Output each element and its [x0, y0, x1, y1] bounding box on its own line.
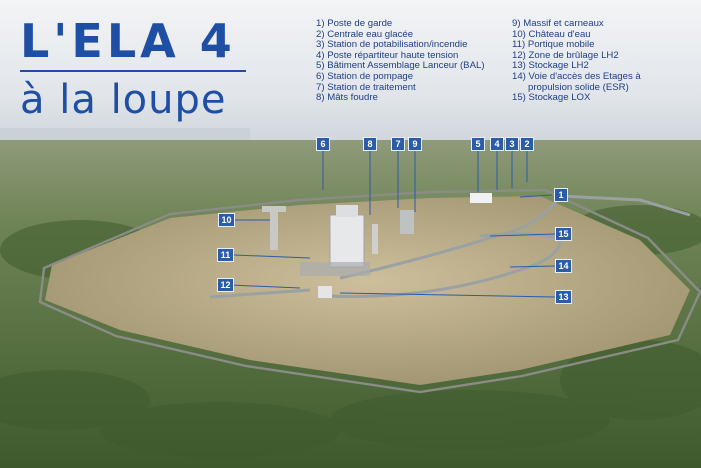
title-divider: [20, 70, 246, 72]
marker-14: 14: [555, 259, 572, 273]
legend-item: 3) Station de potabilisation/incendie: [316, 39, 468, 51]
marker-4: 4: [490, 137, 504, 151]
marker-13: 13: [555, 290, 572, 304]
legend-item: 11) Portique mobile: [512, 39, 595, 51]
marker-3: 3: [505, 137, 519, 151]
marker-11: 11: [217, 248, 234, 262]
legend-item: 6) Station de pompage: [316, 70, 414, 82]
marker-8: 8: [363, 137, 377, 151]
legend-item: propulsion solide (ESR): [512, 81, 629, 93]
marker-12: 12: [217, 278, 234, 292]
title-line1: L'ELA 4: [20, 14, 236, 68]
marker-9: 9: [408, 137, 422, 151]
marker-10: 10: [218, 213, 235, 227]
legend-item: 1) Poste de garde: [316, 18, 393, 29]
legend-item: 5) Bâtiment Assemblage Lanceur (BAL): [316, 60, 485, 72]
marker-7: 7: [391, 137, 405, 151]
legend-item: 8) Mâts foudre: [316, 92, 378, 104]
marker-2: 2: [520, 137, 534, 151]
marker-15: 15: [555, 227, 572, 241]
marker-1: 1: [554, 188, 568, 202]
legend-column-1: 1) Poste de garde 2) Centrale eau glacée…: [316, 18, 496, 104]
legend-item: 15) Stockage LOX: [512, 92, 591, 104]
legend-item: 10) Château d'eau: [512, 28, 591, 40]
marker-6: 6: [316, 137, 330, 151]
launch-pad-clearing: [45, 196, 690, 385]
legend-item: 2) Centrale eau glacée: [316, 28, 414, 40]
leader-lines: [229, 151, 556, 298]
poster-title: L'ELA 4 à la loupe: [20, 18, 246, 120]
legend-item: 13) Stockage LH2: [512, 60, 589, 72]
legend-column-2: 9) Massif et carneaux 10) Château d'eau …: [512, 18, 692, 104]
legend-item: 12) Zone de brûlage LH2: [512, 49, 619, 61]
legend-item: 9) Massif et carneaux: [512, 18, 604, 29]
title-line2: à la loupe: [20, 77, 227, 123]
legend-item: 7) Station de traitement: [316, 81, 416, 93]
structures: [262, 193, 492, 298]
site-fence: [38, 188, 701, 394]
marker-5: 5: [471, 137, 485, 151]
legend-item: 14) Voie d'accès des Etages à: [512, 70, 641, 82]
legend-item: 4) Poste répartiteur haute tension: [316, 49, 459, 61]
